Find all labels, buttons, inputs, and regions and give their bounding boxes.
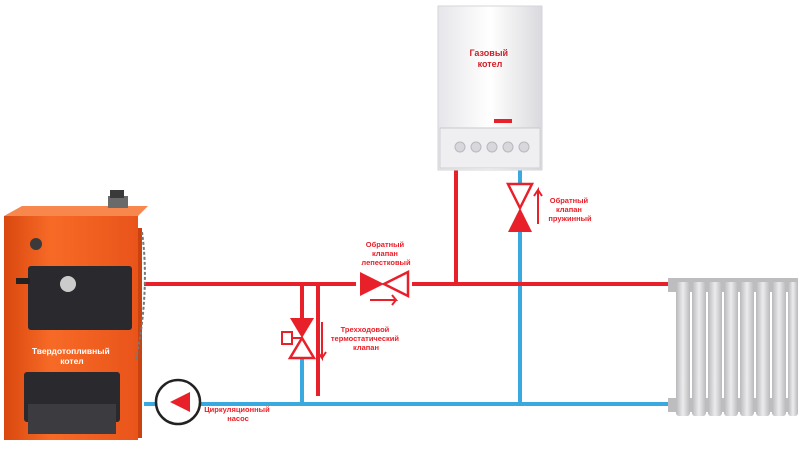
boiler-logo: [60, 276, 76, 292]
solid-fuel-boiler-label-line: Твердотопливный: [32, 346, 110, 356]
boiler-ash-tray: [28, 404, 116, 434]
check-valve-petal-label: Обратный клапан лепестковый: [361, 240, 411, 267]
check-valve-icon: [381, 269, 410, 299]
radiator-section: [740, 282, 754, 416]
radiator-section: [772, 282, 786, 416]
gas-boiler-knob: [486, 141, 498, 153]
radiator-section: [708, 282, 722, 416]
check-valve-petal-label-line: клапан: [372, 249, 398, 258]
pump-label-line: Циркуляционный: [204, 405, 270, 414]
check-valve-spring-label: Обратный клапан пружинный: [548, 196, 592, 223]
solid-fuel-boiler: Твердотопливный котел: [4, 190, 148, 440]
flow-arrow-icon: [317, 322, 327, 362]
gas-boiler-label-line: Газовый: [469, 48, 508, 58]
boiler-flue: [108, 196, 128, 208]
circulation-pump: Циркуляционный насос: [154, 378, 272, 426]
check-valve-petal: Обратный клапан лепестковый: [356, 240, 412, 306]
boiler-upper-door: [28, 266, 132, 330]
radiator-section: [676, 282, 690, 416]
gas-boiler-knob: [518, 141, 530, 153]
three-way-valve-label: Трехходовой термостатический клапан: [331, 325, 401, 352]
three-way-valve-label-line: термостатический: [331, 334, 400, 343]
three-way-valve-label-line: Трехходовой: [341, 325, 390, 334]
gas-boiler-knob: [454, 141, 466, 153]
solid-fuel-boiler-label: Твердотопливный котел: [32, 346, 112, 366]
three-way-valve-label-line: клапан: [353, 343, 379, 352]
radiator-section: [788, 282, 798, 416]
boiler-inspection-port: [30, 238, 42, 250]
radiator-section: [692, 282, 706, 416]
check-valve-petal-label-line: Обратный: [366, 240, 405, 249]
boiler-top: [4, 206, 148, 216]
gas-boiler: Газовый котел: [437, 5, 543, 171]
boiler-handle-left: [16, 278, 30, 284]
check-valve-spring-label-line: Обратный: [550, 196, 589, 205]
gas-boiler-label: Газовый котел: [469, 48, 510, 69]
radiator-section: [724, 282, 738, 416]
check-valve-icon: [360, 272, 384, 296]
check-valve-spring-label-line: пружинный: [548, 214, 592, 223]
solid-fuel-boiler-label-line: котел: [60, 356, 83, 366]
radiator-section: [756, 282, 770, 416]
gas-boiler-knob: [470, 141, 482, 153]
boiler-flue-cap: [110, 190, 124, 198]
pump-direction-icon: [170, 392, 190, 412]
gas-boiler-label-line: котел: [478, 59, 503, 69]
radiator-sections: [676, 282, 798, 416]
flow-arrow-icon: [370, 294, 399, 306]
boiler-chain: [135, 231, 146, 361]
three-way-valve-icon: [287, 335, 317, 360]
three-way-valve: Трехходовой термостатический клапан: [281, 318, 401, 362]
check-valve-petal-label-line: лепестковый: [361, 258, 411, 267]
gas-boiler-badge: [494, 119, 512, 123]
check-valve-icon: [508, 208, 532, 232]
check-valve-icon: [505, 182, 535, 211]
thermostat-head-icon: [281, 331, 293, 345]
radiator: [668, 278, 798, 416]
check-valve-spring: Обратный клапан пружинный: [505, 182, 592, 232]
flow-arrow-icon: [533, 186, 543, 224]
pump-label: Циркуляционный насос: [204, 405, 272, 423]
pump-label-line: насос: [227, 414, 249, 423]
three-way-valve-icon: [290, 318, 314, 338]
gas-boiler-knob: [502, 141, 514, 153]
check-valve-spring-label-line: клапан: [556, 205, 582, 214]
